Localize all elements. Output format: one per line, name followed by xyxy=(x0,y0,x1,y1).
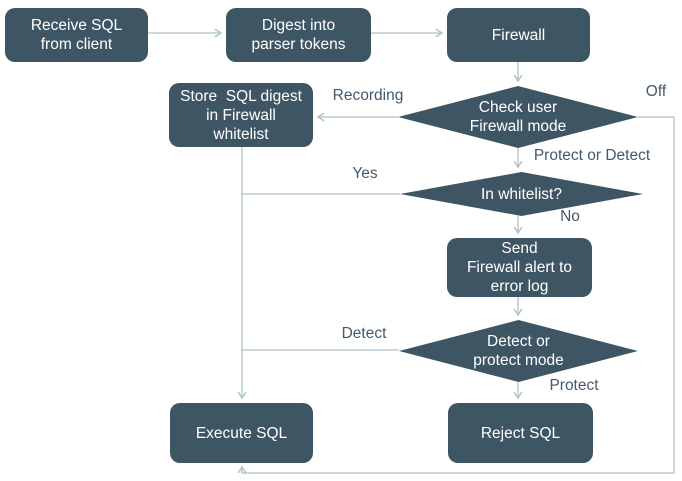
decision-in-whitelist: In whitelist? xyxy=(400,172,643,216)
edge-label-yes: Yes xyxy=(352,165,378,182)
node-firewall-label: Firewall xyxy=(491,26,546,44)
node-execute-sql-label: Execute SQL xyxy=(195,424,288,442)
decision-check-user-firewall-mode-label: Check user Firewall mode xyxy=(469,99,567,135)
edge-label-protect-or-detect: Protect or Detect xyxy=(533,147,651,164)
node-digest-tokens-label: Digest into parser tokens xyxy=(251,17,346,53)
edge-label-off: Off xyxy=(645,83,667,100)
node-firewall: Firewall xyxy=(447,8,590,62)
edge-label-protect: Protect xyxy=(549,377,599,394)
node-execute-sql: Execute SQL xyxy=(170,403,313,463)
edge-label-detect: Detect xyxy=(341,325,387,342)
node-send-alert: Send Firewall alert to error log xyxy=(447,238,592,297)
decision-detect-or-protect-mode: Detect or protect mode xyxy=(399,320,638,382)
edge-label-recording: Recording xyxy=(332,87,404,104)
node-store-digest-label: Store SQL digest in Firewall whitelist xyxy=(180,87,302,143)
node-receive-sql: Receive SQL from client xyxy=(5,8,148,62)
node-store-digest: Store SQL digest in Firewall whitelist xyxy=(169,83,313,147)
decision-detect-or-protect-mode-label: Detect or protect mode xyxy=(473,333,564,369)
node-send-alert-label: Send Firewall alert to error log xyxy=(466,240,573,295)
edge-label-no: No xyxy=(560,208,580,225)
node-receive-sql-label: Receive SQL from client xyxy=(30,17,123,53)
decision-in-whitelist-label: In whitelist? xyxy=(481,185,562,203)
decision-check-user-firewall-mode: Check user Firewall mode xyxy=(398,86,638,148)
node-reject-sql: Reject SQL xyxy=(448,403,593,463)
node-digest-tokens: Digest into parser tokens xyxy=(226,8,371,62)
node-reject-sql-label: Reject SQL xyxy=(480,424,561,442)
